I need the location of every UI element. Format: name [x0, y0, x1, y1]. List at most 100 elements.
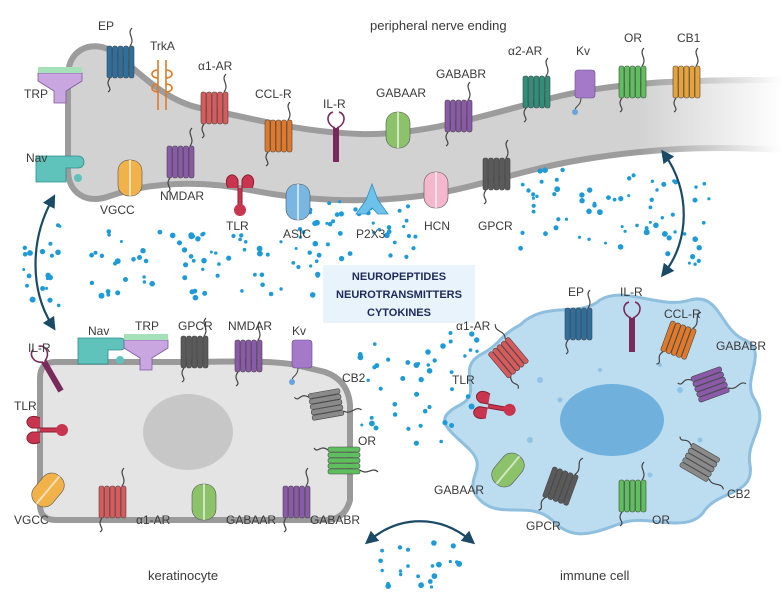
mediator-dot: [623, 229, 627, 233]
mediator-dot: [426, 368, 433, 374]
gabaar-channel-nerve: [385, 111, 411, 149]
label-nerve-nmdar: NMDAR: [160, 189, 204, 203]
mediator-dot: [240, 289, 244, 293]
label-nerve-vgcc: VGCC: [100, 203, 135, 217]
label-nerve-p2x3: P2X3: [356, 227, 386, 241]
mediator-dot: [327, 221, 333, 227]
mediator-dot: [426, 363, 430, 367]
mediator-dot: [301, 230, 306, 235]
mediator-dot: [89, 280, 95, 286]
label-ker-tlr: TLR: [14, 399, 37, 413]
mediator-dot: [188, 254, 194, 259]
mediator-dot: [143, 258, 149, 264]
mediator-dot: [123, 277, 128, 282]
mediator-dot: [414, 391, 420, 397]
label-nerve-ep: EP: [98, 19, 114, 33]
trka-receptor-nerve: [151, 60, 173, 110]
mediator-dot: [643, 229, 650, 236]
mediator-dot: [316, 274, 320, 278]
mediator-dot: [357, 354, 364, 361]
mediator-dot: [655, 188, 659, 192]
label-nerve-tlr: TLR: [226, 219, 249, 233]
mediator-dot: [29, 296, 36, 303]
mediator-dot: [183, 262, 189, 268]
mediator-dot: [520, 230, 525, 235]
mediator-dot: [661, 181, 667, 187]
mediator-dot: [542, 167, 548, 173]
mediator-dot: [316, 252, 322, 258]
mediator-dot: [586, 208, 592, 215]
mediator-dot: [27, 250, 33, 256]
mediator-dot: [99, 253, 105, 258]
mediator-dot: [25, 283, 29, 288]
mediator-dot: [291, 261, 296, 265]
mediator-dot: [386, 357, 391, 362]
mediator-dot: [312, 240, 319, 247]
mediator-dot: [298, 235, 302, 239]
mediator-dot: [579, 198, 585, 204]
ep-receptor-imm: [564, 289, 593, 355]
tlr-receptor-ker: [26, 415, 68, 445]
mediator-dot: [405, 360, 411, 365]
arrow-nerve-keratinocyte: [34, 194, 56, 331]
label-imm-gabaar: GABAAR: [434, 483, 484, 497]
mediator-dot: [188, 232, 195, 239]
mediator-dot: [195, 236, 201, 242]
mediator-dot: [673, 230, 677, 234]
mediator-dot: [404, 254, 409, 259]
mediator-dot: [338, 255, 345, 262]
mediator-dot: [552, 192, 557, 197]
mediator-dot: [620, 225, 624, 229]
mediator-dot: [418, 423, 423, 428]
label-nerve-trka: TrkA: [150, 39, 175, 53]
mediator-dot: [373, 342, 377, 346]
mediator-dot: [418, 376, 424, 383]
center-line-3: CYTOKINES: [367, 307, 431, 319]
mediator-dot: [693, 262, 697, 266]
mediator-dot: [450, 387, 454, 392]
mediator-dot: [587, 237, 591, 241]
mediator-dot: [604, 241, 607, 245]
mediator-dot: [226, 255, 232, 261]
gpcr-receptor-ker: [180, 317, 209, 383]
trp-receptor-nerve: [37, 67, 83, 104]
a1ar-receptor-nerve: [200, 73, 229, 139]
label-imm-gpcr: GPCR: [526, 519, 561, 533]
mediator-dot: [380, 568, 384, 573]
tlr-receptor-nerve: [225, 174, 255, 216]
mediator-dot: [239, 233, 244, 238]
immune-vesicles: [527, 363, 703, 478]
mediator-label-box: NEUROPEPTIDES NEUROTRANSMITTERS CYTOKINE…: [323, 265, 475, 323]
mediator-dot: [115, 290, 121, 296]
mediator-dot: [449, 370, 454, 374]
mediator-dot: [243, 240, 248, 244]
mediator-dot: [388, 253, 393, 258]
mediator-dot: [253, 272, 257, 277]
mediator-dot: [45, 276, 50, 281]
label-nerve-gpcr: GPCR: [478, 219, 513, 233]
ilr-receptor-imm: [623, 301, 641, 352]
mediator-dot: [556, 217, 561, 222]
mediator-dot: [214, 251, 218, 255]
mediator-dot: [564, 217, 569, 221]
mediator-dot: [22, 252, 28, 257]
mediator-dot: [627, 194, 631, 198]
label-ker-nav: Nav: [88, 324, 109, 338]
mediator-dot: [149, 280, 155, 287]
mediator-dot: [392, 240, 397, 245]
label-ker-ilr: IL-R: [28, 341, 51, 355]
keratinocyte-nucleus: [143, 394, 233, 470]
mediator-dot: [93, 250, 98, 255]
or-receptor-nerve: [618, 47, 647, 113]
mediator-dot: [22, 245, 27, 250]
mediator-dot: [531, 209, 536, 214]
mediator-dot: [45, 286, 49, 290]
mediator-dot: [531, 196, 536, 200]
mediator-dot: [560, 167, 565, 173]
mediator-dot: [294, 247, 298, 250]
p2x3-receptor-nerve: [355, 182, 389, 215]
gababr-receptor-imm: [677, 366, 747, 403]
mediator-dot: [106, 292, 111, 297]
mediator-dot: [140, 248, 146, 254]
label-ker-gpcr: GPCR: [178, 319, 213, 333]
